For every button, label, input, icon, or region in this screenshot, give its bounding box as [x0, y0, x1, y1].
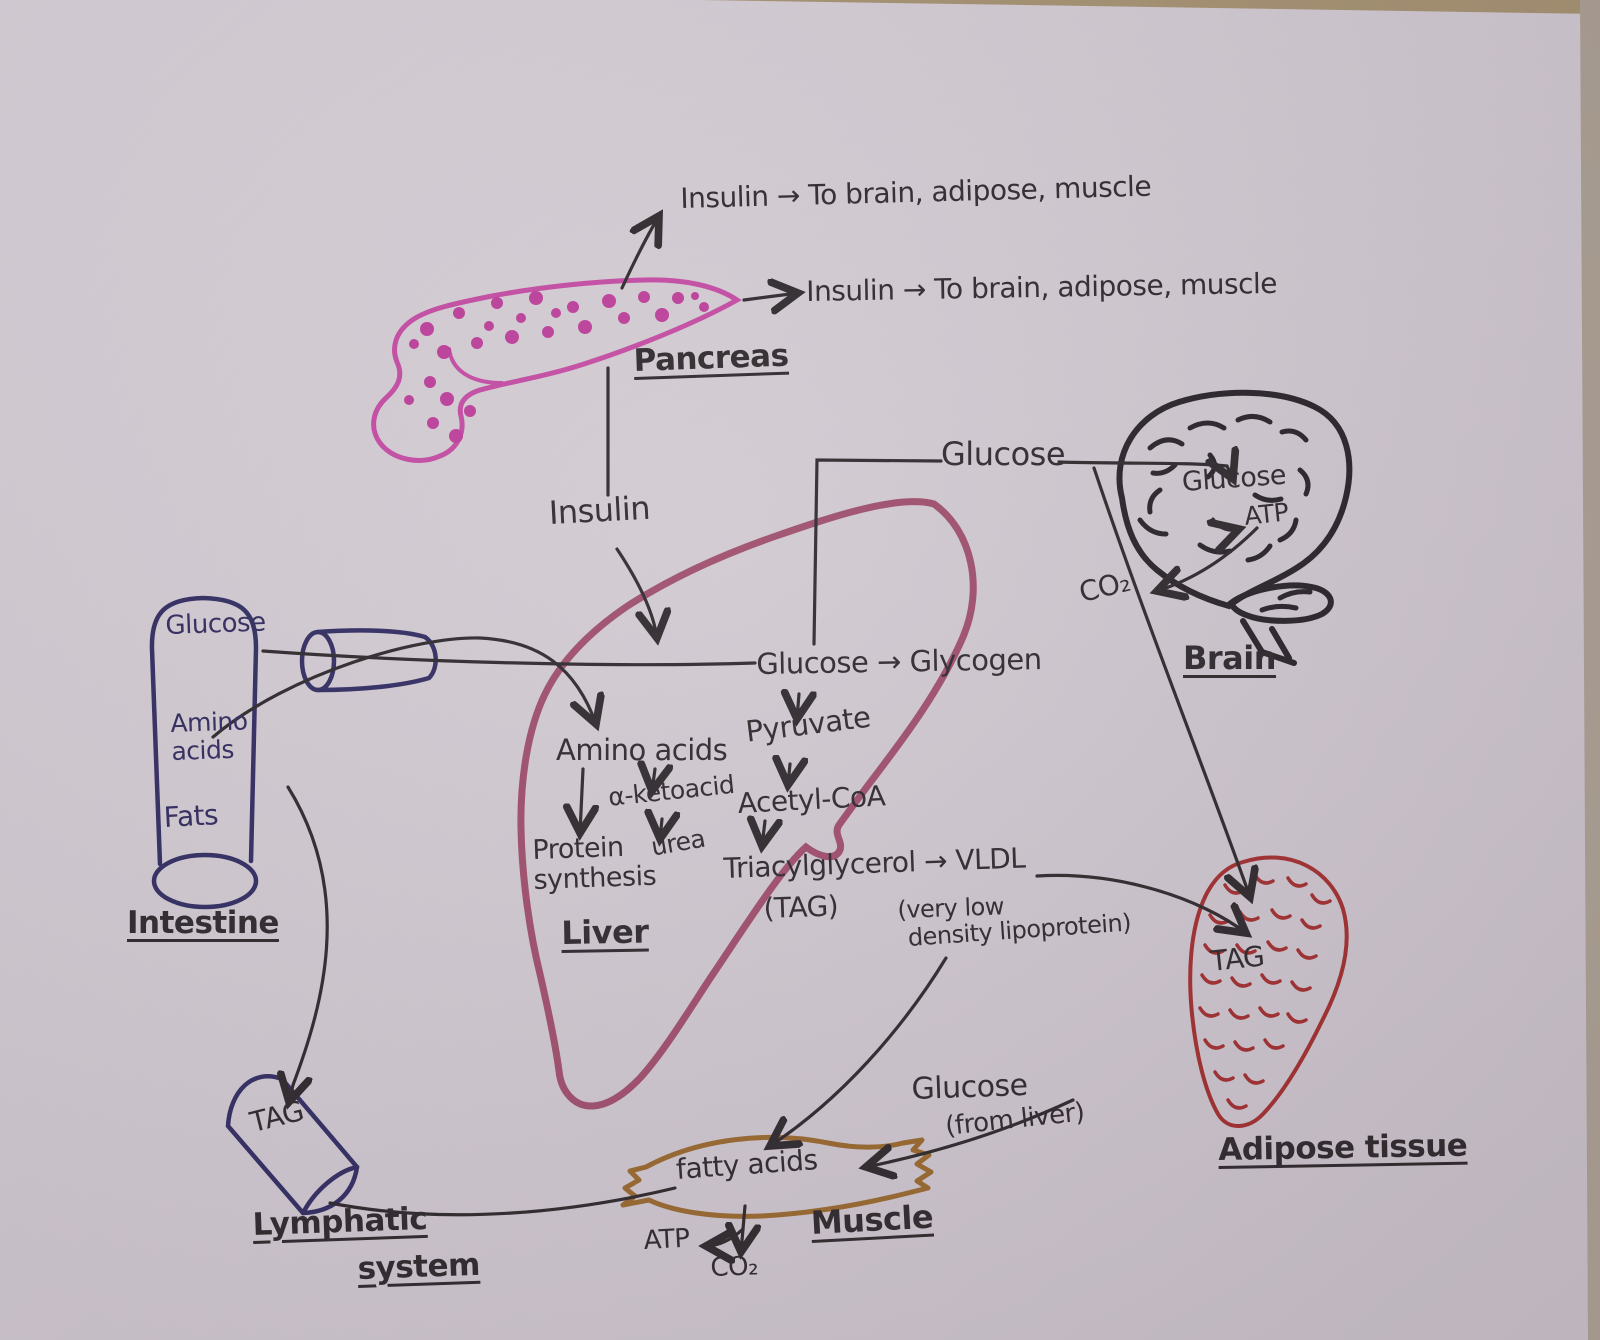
pancreas-islet-dots [404, 291, 709, 443]
arrow-brain-co2-out [1157, 526, 1259, 591]
arrow-pancreas-to-insulin-upper [620, 216, 659, 290]
lymphatic-label-line2: system [356, 1246, 481, 1287]
table-edge-top [700, 0, 1600, 14]
lymphatic-label-line1: Lymphatic [251, 1200, 428, 1243]
arrow-glucose-to-pyruvate [797, 694, 799, 719]
pancreas-label: Pancreas [632, 337, 790, 379]
line-glucose-to-liver [812, 458, 943, 646]
portal-vessel-shape [299, 628, 438, 693]
blood-glucose-label: Glucose [941, 435, 1066, 473]
arrow-ketoacid-to-urea [660, 819, 662, 839]
arrow-glucose-from-liver-to-muscle [866, 1098, 1075, 1167]
intestine-amino-acids-label: Amino acids [169, 706, 248, 766]
adipose-tag-label: TAG [1208, 939, 1266, 978]
arrow-intestine-amino-to-liver [211, 636, 596, 739]
arrow-glucose-to-adipose [1092, 466, 1250, 897]
liver-protein-synthesis-label: Protein synthesis [531, 831, 657, 897]
liver-shape [517, 498, 977, 1110]
muscle-co2-label: CO₂ [709, 1251, 759, 1283]
liver-label: Liver [560, 912, 649, 952]
muscle-label: Muscle [809, 1197, 935, 1242]
glucose-from-liver-line1: Glucose [910, 1067, 1029, 1107]
arrow-fats-to-lymph-tag [288, 785, 329, 1102]
intestine-glucose-label: Glucose [164, 607, 267, 641]
liver-glucose-glycogen-label: Glucose → Glycogen [755, 642, 1042, 681]
arrow-brain-glucose-to-atp [1213, 517, 1239, 530]
liver-tag-abbr-label: (TAG) [762, 889, 839, 925]
arrow-acetylcoa-to-tag [762, 821, 765, 846]
brain-atp-label: ATP [1242, 497, 1290, 531]
line-lymph-to-muscle [328, 1186, 677, 1217]
cerebellum-shape [1227, 582, 1334, 624]
arrow-pyruvate-to-acetylcoa [788, 764, 790, 785]
muscle-atp-label: ATP [642, 1223, 691, 1256]
adipose-label: Adipose tissue [1217, 1127, 1468, 1168]
brain-shape [1116, 389, 1353, 666]
line-intestine-glucose-to-liver [261, 649, 757, 667]
pancreas-duct-line [447, 347, 504, 385]
arrow-insulin-to-liver [615, 547, 657, 638]
arrow-amino-to-protein [580, 767, 583, 833]
brainstem-shape [1240, 618, 1297, 666]
liver-amino-acids-label: Amino acids [556, 733, 728, 767]
lymph-vessel-shape [225, 1074, 360, 1216]
arrow-vldl-to-muscle [770, 956, 948, 1146]
brain-label: Brain [1183, 639, 1277, 677]
insulin-label: Insulin [547, 488, 651, 532]
arrow-pancreas-to-insulin-right [742, 293, 798, 300]
arrow-fatty-acids-to-atp [706, 1227, 745, 1246]
arrow-amino-to-ketoacid [652, 769, 655, 791]
arrow-vldl-to-adipose [1035, 873, 1246, 933]
intestine-label: Intestine [127, 905, 279, 941]
arrow-glucose-to-brain [1057, 462, 1233, 479]
table-edge-right [1580, 0, 1600, 1340]
intestine-fats-label: Fats [162, 798, 219, 834]
adipose-cell-scallops [1198, 873, 1332, 1110]
intestine-shape [149, 595, 259, 910]
adipose-shape [1188, 855, 1349, 1128]
